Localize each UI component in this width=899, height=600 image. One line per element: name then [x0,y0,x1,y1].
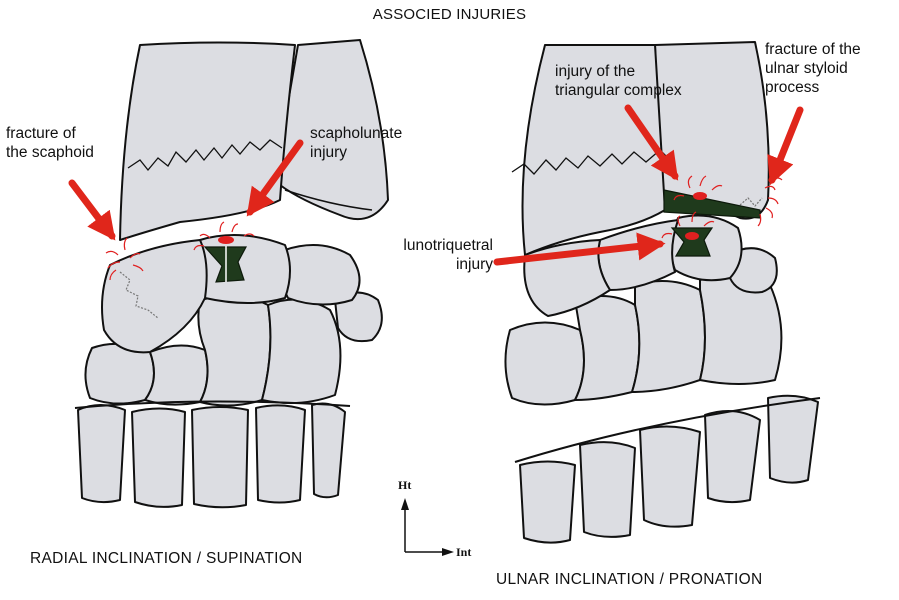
caption-right: ULNAR INCLINATION / PRONATION [496,571,763,589]
axis-up-arrowhead [401,498,409,510]
right-metacarpal-2 [580,442,635,537]
axis-label-vertical: Ht [398,478,411,493]
right-metacarpal-1 [520,462,575,543]
axis-right-arrowhead [442,548,454,556]
left-lunate [197,235,290,303]
right-metacarpal-4 [705,411,760,502]
right-metacarpal-3 [640,426,700,526]
label-lunotriquetral: lunotriquetral injury [385,236,493,274]
left-metacarpal-3 [192,407,248,507]
right-hamate [700,275,781,384]
left-triquetrum [281,245,360,305]
arrow-ulnar-styloid [772,110,800,180]
right-wrist-drawing [505,42,818,543]
scapholunate-tear-spot [218,236,234,244]
left-metacarpal-5 [312,404,345,498]
label-scapholunate: scapholunate injury [310,124,402,162]
axis-label-horizontal: Int [456,545,471,560]
right-trapezium [505,323,584,405]
label-ulnar-styloid: fracture of the ulnar styloid process [765,40,861,97]
left-metacarpal-1 [78,405,125,502]
label-triangular-complex: injury of the triangular complex [555,62,682,100]
right-capitate [632,281,705,392]
triangular-tear-spot [693,192,707,200]
orientation-axes [401,498,454,556]
caption-left: RADIAL INCLINATION / SUPINATION [30,550,303,568]
left-metacarpal-4 [256,405,305,502]
right-trapezoid [575,296,639,400]
left-trapezoid [145,345,208,404]
label-scaphoid-fracture: fracture of the scaphoid [6,124,94,162]
arrow-scaphoid-fracture [72,183,112,236]
right-metacarpal-5 [768,396,818,483]
left-scaphoid [102,240,207,352]
left-capitate [198,296,270,406]
page-title: ASSOCIED INJURIES [0,6,899,23]
left-hamate [262,300,340,403]
left-metacarpal-2 [132,409,185,507]
lunotriquetral-tear-spot [685,232,699,240]
